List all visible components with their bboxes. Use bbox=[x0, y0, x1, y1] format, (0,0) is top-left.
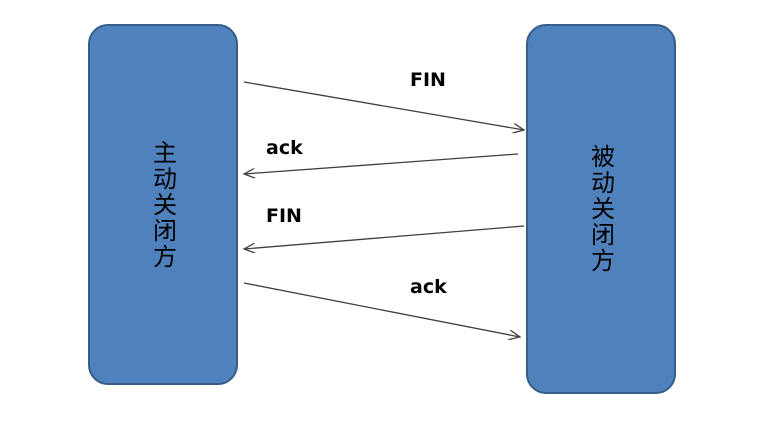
arrow-fin-2 bbox=[244, 225, 525, 249]
arrow-ack-1 bbox=[244, 153, 519, 174]
passive-closer-label: 被动关闭方 bbox=[586, 144, 615, 274]
msg-label-fin-2: FIN bbox=[266, 205, 302, 227]
active-closer-box: 主动关闭方 bbox=[88, 24, 238, 385]
msg-label-ack-2: ack bbox=[410, 276, 447, 298]
active-closer-label: 主动关闭方 bbox=[148, 139, 177, 270]
arrow-fin-1 bbox=[243, 81, 524, 130]
arrow-ack-2 bbox=[243, 282, 520, 337]
msg-label-fin-1: FIN bbox=[410, 69, 446, 91]
msg-label-ack-1: ack bbox=[266, 137, 303, 159]
passive-closer-box: 被动关闭方 bbox=[526, 24, 676, 394]
